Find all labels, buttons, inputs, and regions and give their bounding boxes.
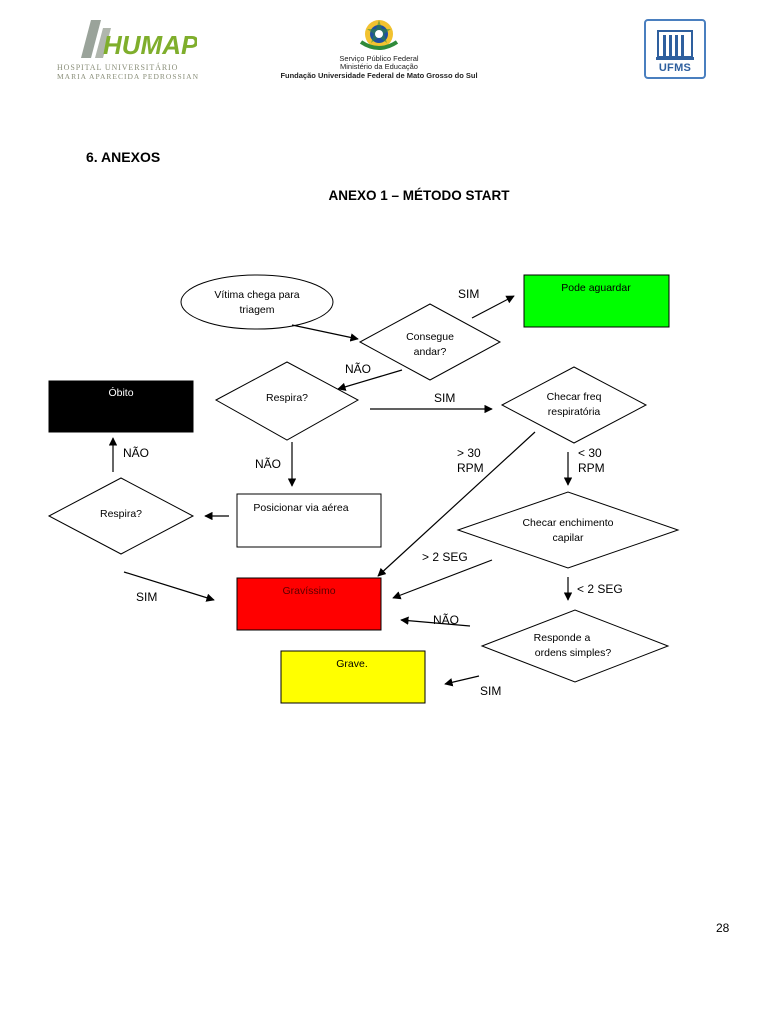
node-cap-refill-line2: capilar	[553, 532, 584, 544]
government-line2: Ministério da Educação	[340, 62, 418, 71]
annex-title: ANEXO 1 – MÉTODO START	[328, 188, 510, 203]
edge-label-rate-low-2: RPM	[578, 461, 605, 475]
edge-label-breath-yes: SIM	[434, 391, 455, 405]
hospital-name-line2: MARIA APARECIDA PEDROSSIAN	[57, 72, 200, 81]
section-title: 6. ANEXOS	[86, 149, 161, 165]
page-number: 28	[716, 921, 730, 935]
node-walk-question: Consegue andar?	[358, 303, 502, 381]
node-critical-label: Gravíssimo	[282, 585, 335, 597]
arrow-walk-yes	[471, 295, 515, 319]
node-walk-line1: Consegue	[406, 331, 454, 343]
edge-label-walk-yes: SIM	[458, 287, 479, 301]
flowchart-edge-labels: SIM NÃO SIM NÃO NÃO SIM > 30 RPM < 30 RP…	[123, 287, 623, 698]
node-start-ellipse: Vítima chega para triagem	[180, 274, 334, 330]
node-wait-label: Pode aguardar	[561, 282, 631, 294]
node-cap-refill-line1: Checar enchimento	[522, 517, 613, 529]
ufms-logo: UFMS	[644, 19, 706, 79]
government-line1: Serviço Público Federal	[339, 54, 419, 63]
edge-label-rate-low-1: < 30	[578, 446, 602, 460]
node-breath2-question: Respira?	[47, 477, 195, 555]
arrow-walk-no	[337, 369, 403, 391]
hospital-name-line1: HOSPITAL UNIVERSITÁRIO	[57, 63, 179, 72]
hospital-logo-mark: HUMAP	[81, 20, 197, 60]
node-commands-line1: Responde a	[534, 632, 591, 644]
node-wait-box: Pode aguardar	[523, 274, 670, 328]
edge-label-rate-high-1: > 30	[457, 446, 481, 460]
edge-label-cap-low: < 2 SEG	[577, 582, 623, 596]
page-header: HUMAP HOSPITAL UNIVERSITÁRIO MARIA APARE…	[0, 0, 768, 100]
edge-label-breath2-yes: SIM	[136, 590, 157, 604]
node-death-box: Óbito	[48, 380, 194, 433]
node-severe-label: Grave.	[336, 658, 368, 670]
node-start-line1: Vítima chega para	[214, 289, 299, 301]
arrow-cap-high	[392, 559, 493, 600]
hospital-logo-text: HUMAP	[103, 30, 197, 60]
edge-label-breath-no: NÃO	[255, 457, 281, 471]
node-airway-label: Posicionar via aérea	[253, 502, 348, 514]
node-resp-rate-line2: respiratória	[548, 406, 601, 418]
edge-label-walk-no: NÃO	[345, 362, 371, 376]
node-cap-refill-question: Checar enchimento capilar	[456, 491, 680, 569]
node-resp-rate-line1: Checar freq	[547, 391, 602, 403]
arrow-commands-yes	[444, 675, 480, 687]
arrow-rate-high	[377, 431, 536, 577]
node-airway-box: Posicionar via aérea	[236, 493, 382, 548]
node-commands-line2: ordens simples?	[535, 647, 612, 659]
arrow-breath2-yes	[123, 571, 215, 602]
node-critical-box: Gravíssimo	[236, 577, 382, 631]
node-resp-rate-question: Checar freq respiratória	[500, 366, 648, 444]
edge-label-commands-no: NÃO	[433, 613, 459, 627]
node-walk-line2: andar?	[414, 346, 447, 358]
hospital-logo: HUMAP HOSPITAL UNIVERSITÁRIO MARIA APARE…	[55, 18, 205, 81]
edge-label-commands-yes: SIM	[480, 684, 501, 698]
flowchart-arrows	[108, 295, 573, 687]
node-death-label: Óbito	[108, 386, 133, 399]
ufms-building-icon	[656, 30, 694, 60]
government-line3: Fundação Universidade Federal de Mato Gr…	[280, 71, 478, 80]
node-start-line2: triagem	[239, 304, 274, 316]
node-commands-question: Responde a ordens simples?	[480, 609, 670, 683]
edge-label-cap-high: > 2 SEG	[422, 550, 468, 564]
node-breath-question: Respira?	[214, 361, 360, 441]
ufms-logo-text: UFMS	[658, 62, 692, 74]
node-breath-label: Respira?	[266, 392, 308, 404]
government-logo: Serviço Público Federal Ministério da Ed…	[260, 18, 498, 84]
edge-label-rate-high-2: RPM	[457, 461, 484, 475]
brazil-coat-of-arms-icon	[359, 20, 399, 50]
node-breath2-label: Respira?	[100, 508, 142, 520]
arrow-commands-no	[400, 616, 471, 627]
arrow-start-to-walk	[291, 324, 359, 342]
edge-label-breath2-no: NÃO	[123, 446, 149, 460]
node-severe-box: Grave.	[280, 650, 426, 704]
